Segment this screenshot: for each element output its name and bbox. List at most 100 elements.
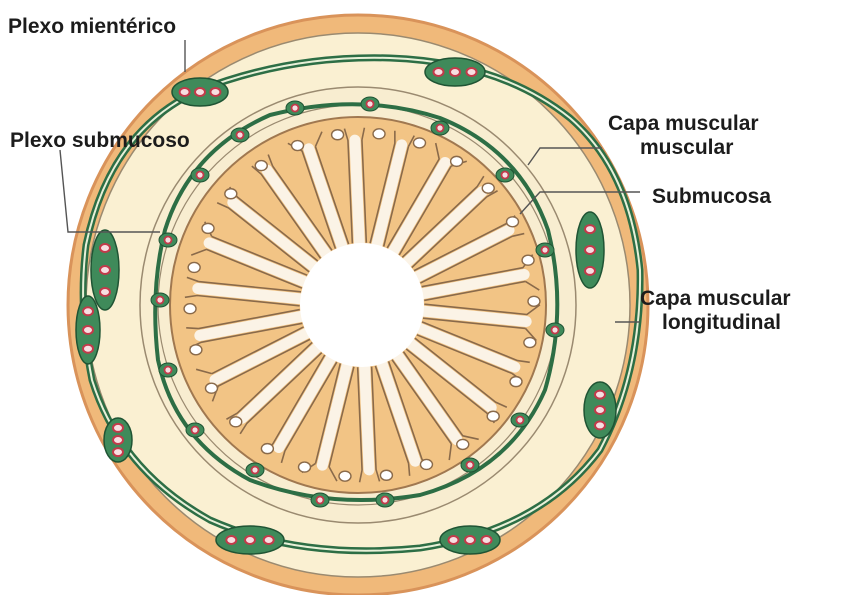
ganglion-cell (552, 327, 559, 334)
ganglion-cell (434, 68, 444, 76)
ganglion-cell (197, 172, 204, 179)
ganglion-cell (100, 266, 110, 274)
ganglion-cell (585, 267, 595, 275)
ganglion-cell (157, 297, 164, 304)
submucosal-ganglion (151, 293, 169, 307)
mucosal-gland (528, 296, 540, 306)
mucosal-gland (487, 411, 499, 421)
ganglion-cell (542, 247, 549, 254)
ganglion-cell (113, 448, 123, 456)
label-longitudinal-muscle: Capa muscular longitudinal (640, 287, 796, 334)
ganglion-cell (237, 132, 244, 139)
mucosal-gland (420, 459, 432, 469)
ganglion-cell (317, 497, 324, 504)
ganglion-cell (252, 467, 259, 474)
myenteric-ganglion (216, 526, 284, 554)
submucosal-ganglion (376, 493, 394, 507)
myenteric-ganglion (172, 78, 228, 106)
ganglion-cell (245, 536, 255, 544)
submucosal-ganglion (361, 97, 379, 111)
submucosal-ganglion (536, 243, 554, 257)
mucosal-gland (292, 141, 304, 151)
ganglion-cell (100, 288, 110, 296)
mucosal-gland (482, 183, 494, 193)
ganglion-cell (83, 345, 93, 353)
lumen (300, 243, 424, 367)
ganglion-cell (367, 101, 374, 108)
ganglion-cell (113, 424, 123, 432)
mucosal-gland (190, 345, 202, 355)
ganglion-cell (517, 417, 524, 424)
mucosal-gland (510, 377, 522, 387)
myenteric-ganglion (576, 212, 604, 288)
mucosal-fold-fill (355, 140, 359, 243)
mucosal-gland (522, 255, 534, 265)
myenteric-ganglion (104, 418, 132, 462)
submucosal-ganglion (246, 463, 264, 477)
submucosal-ganglion (496, 168, 514, 182)
myenteric-ganglion (440, 526, 500, 554)
label-muscular-line1: Capa muscular (608, 112, 759, 135)
ganglion-cell (165, 237, 172, 244)
ganglion-cell (585, 225, 595, 233)
mucosal-gland (332, 130, 344, 140)
mucosal-gland (205, 383, 217, 393)
ganglion-cell (595, 391, 605, 399)
ganglion-cell (165, 367, 172, 374)
ganglion-cell (450, 68, 460, 76)
submucosal-ganglion (191, 168, 209, 182)
submucosal-ganglion (186, 423, 204, 437)
submucosal-ganglion (159, 363, 177, 377)
ganglion-cell (595, 406, 605, 414)
mucosal-gland (339, 471, 351, 481)
submucosal-ganglion (431, 121, 449, 135)
mucosal-gland (380, 470, 392, 480)
mucosal-gland (184, 304, 196, 314)
label-myenteric-plexus: Plexo mientérico (8, 15, 176, 38)
label-muscular-layer: Capa muscular muscular (608, 112, 764, 159)
ganglion-cell (83, 326, 93, 334)
ganglion-cell (83, 307, 93, 315)
ganglion-cell (382, 497, 389, 504)
ganglion-cell (449, 536, 459, 544)
ganglion-cell (195, 88, 205, 96)
mucosal-gland (457, 439, 469, 449)
ganglion-cell (180, 88, 190, 96)
mucosal-gland (451, 156, 463, 166)
mucosal-fold-fill (365, 367, 369, 470)
mucosal-gland (373, 129, 385, 139)
ganglion-cell (113, 436, 123, 444)
ganglion-cell (292, 105, 299, 112)
mucosal-gland (261, 444, 273, 454)
submucosal-ganglion (286, 101, 304, 115)
label-submucosal-plexus: Plexo submucoso (10, 129, 190, 152)
mucosal-gland (507, 217, 519, 227)
mucosal-gland (413, 138, 425, 148)
ganglion-cell (502, 172, 509, 179)
ganglion-cell (210, 88, 220, 96)
ganglion-cell (467, 68, 477, 76)
myenteric-ganglion (91, 230, 119, 310)
mucosal-gland (299, 462, 311, 472)
label-muscular-line2: muscular (640, 136, 733, 159)
submucosal-ganglion (159, 233, 177, 247)
ganglion-cell (226, 536, 236, 544)
myenteric-ganglion (76, 296, 100, 364)
ganglion-cell (100, 244, 110, 252)
mucosal-gland (188, 262, 200, 272)
submucosal-ganglion (311, 493, 329, 507)
ganglion-cell (585, 246, 595, 254)
submucosal-ganglion (461, 458, 479, 472)
ganglion-cell (192, 427, 199, 434)
ganglion-cell (595, 421, 605, 429)
ganglion-cell (465, 536, 475, 544)
ganglion-cell (482, 536, 492, 544)
submucosal-ganglion (546, 323, 564, 337)
mucosal-gland (255, 161, 267, 171)
label-longitudinal-line1: Capa muscular (640, 287, 791, 310)
ganglion-cell (437, 125, 444, 132)
mucosal-gland (524, 338, 536, 348)
myenteric-ganglion (584, 382, 616, 438)
myenteric-ganglion (425, 58, 485, 86)
submucosal-ganglion (231, 128, 249, 142)
